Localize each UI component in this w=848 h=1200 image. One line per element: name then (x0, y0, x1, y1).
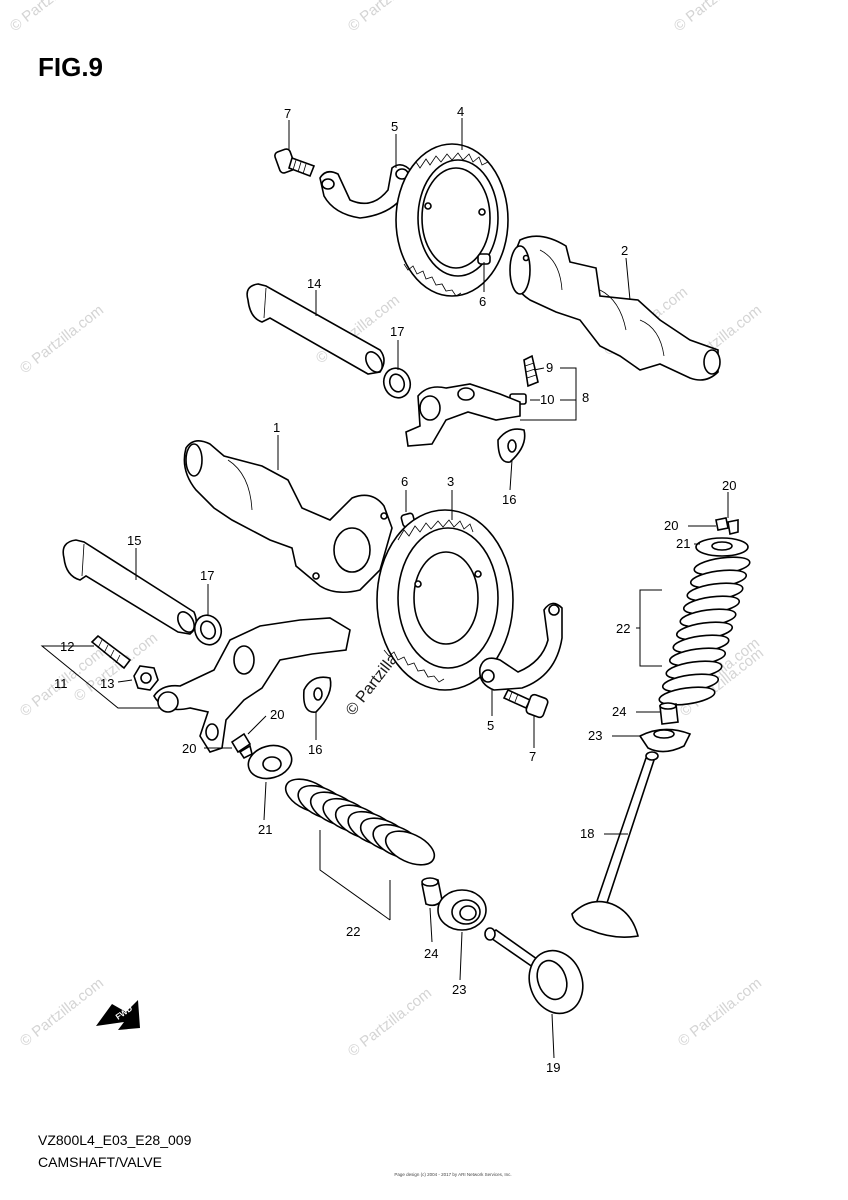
callout-5: 5 (391, 119, 398, 134)
callout-8: 8 (582, 390, 589, 405)
callout-23: 23 (588, 728, 602, 743)
bolt-7-lower (502, 688, 549, 719)
callout-5: 5 (487, 718, 494, 733)
callout-22: 22 (616, 621, 630, 636)
spring-seat-23-right (638, 728, 692, 753)
camshaft-1 (183, 440, 393, 594)
clip-16-lower (302, 676, 332, 713)
stem-seal-24-right (659, 702, 679, 725)
callout-14: 14 (307, 276, 321, 291)
fine-print: Page design (c) 2004 - 2017 by ARI Netwo… (394, 1172, 512, 1177)
callout-19: 19 (546, 1060, 560, 1075)
spring-coil (658, 686, 716, 706)
plate-5-top (319, 164, 413, 219)
washer-17-lower (193, 614, 223, 646)
callout-4: 4 (457, 104, 464, 119)
callout-3: 3 (447, 474, 454, 489)
valve-spring-22-right (658, 556, 751, 706)
bolt-7-top (274, 148, 316, 178)
callout-13: 13 (100, 676, 114, 691)
callout-15: 15 (127, 533, 141, 548)
callout-6: 6 (401, 474, 408, 489)
stem-seal-24-lower (421, 877, 443, 907)
gear-4-top (395, 143, 509, 297)
callout-6: 6 (479, 294, 486, 309)
rocker-arm-8 (405, 383, 521, 447)
callout-2: 2 (621, 243, 628, 258)
callout-labels: 7 5 4 2 6 14 17 9 10 8 16 1 6 3 15 17 12… (54, 104, 736, 1075)
callout-1: 1 (273, 420, 280, 435)
callout-16: 16 (502, 492, 516, 507)
spring-coil (384, 830, 436, 866)
callout-23: 23 (452, 982, 466, 997)
callout-24: 24 (612, 704, 626, 719)
gear-3 (376, 509, 514, 691)
rocker-shaft-14 (246, 283, 385, 375)
callout-11: 11 (54, 676, 68, 691)
camshaft-2 (509, 235, 721, 381)
callout-18: 18 (580, 826, 594, 841)
callout-20: 20 (182, 741, 196, 756)
callout-12: 12 (60, 639, 74, 654)
plate-5-lower (478, 602, 563, 691)
cotter-20-right (715, 517, 739, 535)
fwd-arrow-icon: FWD (96, 1000, 140, 1030)
retainer-21-right (695, 537, 749, 557)
callout-20: 20 (664, 518, 678, 533)
callout-21: 21 (676, 536, 690, 551)
callout-9: 9 (546, 360, 553, 375)
clip-16-top (497, 428, 526, 463)
rocker-shaft-15 (62, 539, 198, 635)
cotter-20-lower (230, 732, 253, 760)
valve-18 (571, 751, 659, 938)
section-name: CAMSHAFT/VALVE (38, 1154, 162, 1170)
adjuster-screw-9 (523, 354, 539, 388)
callout-24: 24 (424, 946, 438, 961)
figure-title: FIG.9 (38, 52, 104, 82)
callout-7: 7 (529, 749, 536, 764)
nut-13 (133, 665, 159, 691)
callout-10: 10 (540, 392, 554, 407)
callout-7: 7 (284, 106, 291, 121)
callout-16: 16 (308, 742, 322, 757)
leader-lines (40, 118, 729, 1059)
callout-22: 22 (346, 924, 360, 939)
callout-20: 20 (270, 707, 284, 722)
valve-spring-22-lower (284, 778, 436, 866)
adjuster-screw-12 (90, 634, 132, 670)
model-code: VZ800L4_E03_E28_009 (38, 1132, 192, 1148)
callout-17: 17 (200, 568, 214, 583)
callout-17: 17 (390, 324, 404, 339)
rocker-arm-11 (153, 617, 351, 753)
callout-20: 20 (722, 478, 736, 493)
valve-19 (484, 927, 584, 1015)
spring-seat-23-lower (437, 889, 487, 931)
washer-17-top (382, 367, 412, 399)
retainer-21-lower (247, 744, 293, 780)
callout-21: 21 (258, 822, 272, 837)
